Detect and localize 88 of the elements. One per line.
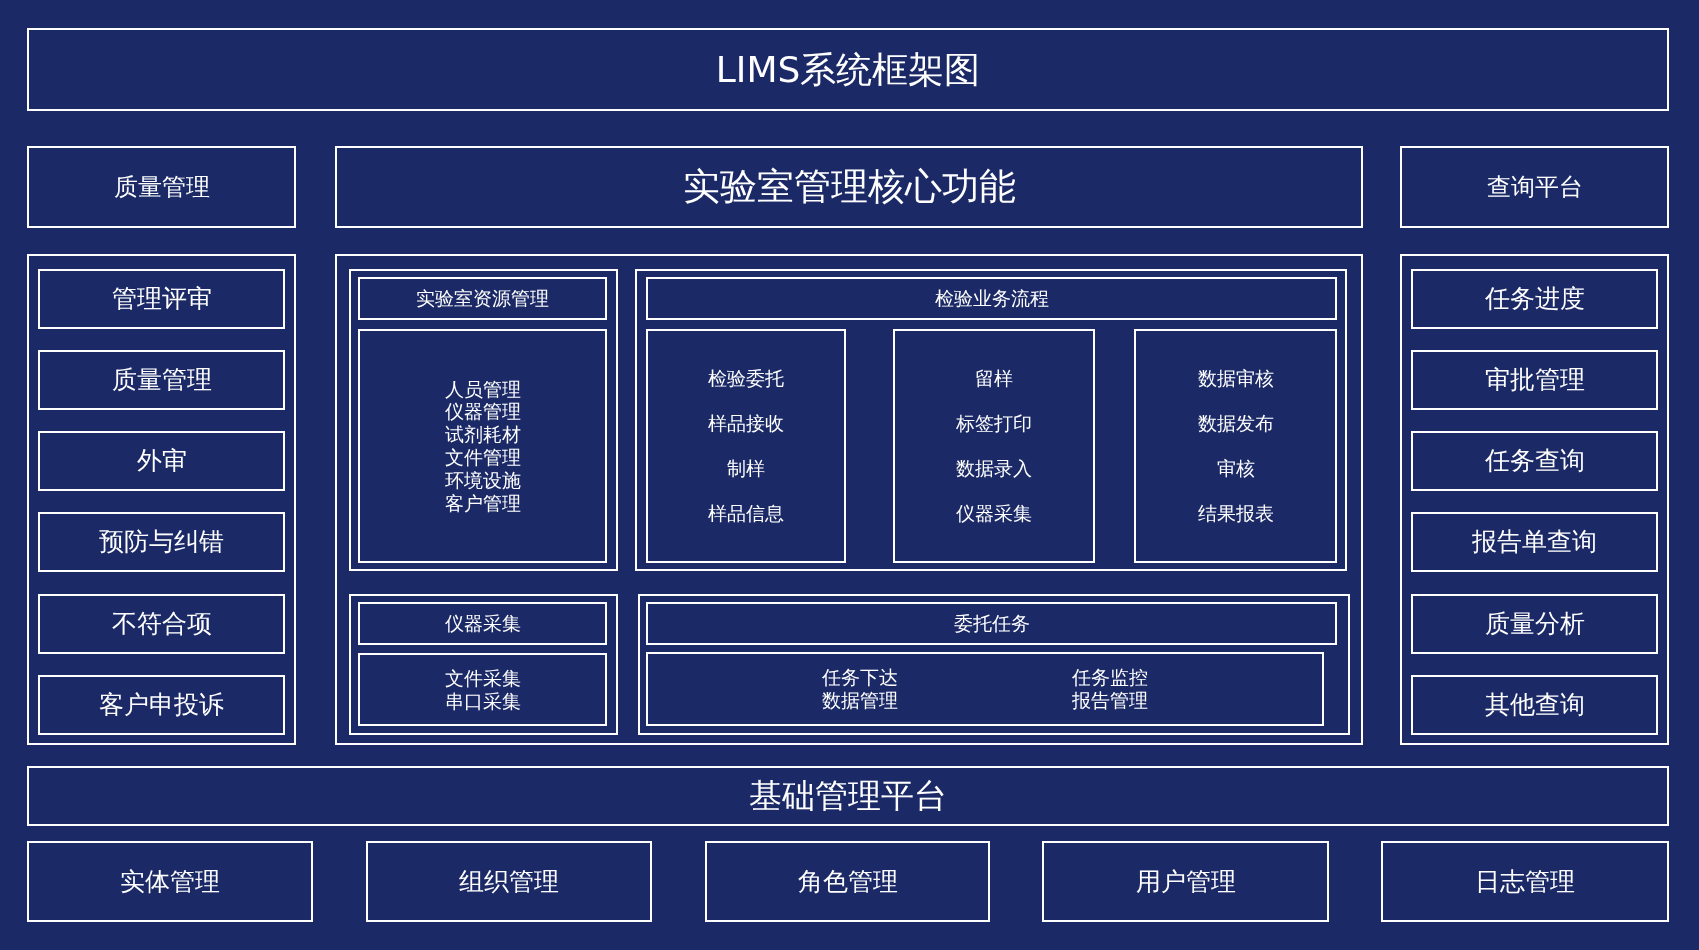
function-label: 任务查询: [1484, 446, 1585, 476]
function-label: 用户管理: [1135, 866, 1236, 897]
function-label: 报告单查询: [1472, 527, 1597, 557]
group-header-label: 检验业务流程: [934, 287, 1049, 310]
list-item: 审核: [1216, 457, 1255, 480]
list-item: 仪器管理: [444, 400, 521, 424]
function-label: 质量管理: [111, 365, 212, 395]
group-header-box: [358, 602, 607, 645]
list-item: 串口采集: [444, 689, 521, 713]
group-header-label: 实验室资源管理: [416, 287, 549, 310]
list-item: 数据管理: [822, 689, 898, 712]
list-item: 制样: [727, 457, 765, 480]
function-box: [38, 350, 285, 410]
list-item: 人员管理: [444, 377, 521, 401]
item-list-box: [646, 329, 846, 563]
function-box: [705, 841, 990, 922]
function-label: 角色管理: [797, 866, 898, 897]
list-item: 环境设施: [444, 468, 521, 492]
list-item: 留样: [975, 367, 1013, 391]
list-item: 任务监控: [1072, 666, 1148, 689]
group-header-box: [646, 602, 1337, 645]
item-list-box: [1134, 329, 1337, 563]
function-box: [366, 841, 652, 922]
function-box: [1411, 269, 1658, 329]
function-label: 客户申投诉: [99, 690, 224, 720]
platform-band: [27, 766, 1669, 826]
list-item: 数据发布: [1197, 412, 1274, 435]
function-box: [1381, 841, 1669, 922]
module-header-box: [27, 146, 296, 228]
function-box: [38, 675, 285, 735]
group-header-label: 仪器采集: [444, 612, 521, 635]
group-frame: [635, 269, 1347, 571]
function-label: 质量分析: [1484, 609, 1585, 639]
function-box: [1411, 675, 1658, 735]
panel-frame: [27, 254, 296, 745]
list-item: 检验委托: [708, 367, 784, 391]
function-label: 实体管理: [120, 866, 220, 897]
function-box: [38, 269, 285, 329]
function-box: [38, 594, 285, 654]
list-item: 任务下达: [822, 666, 898, 689]
item-list-box: [646, 652, 1324, 726]
group-header-label: 委托任务: [953, 612, 1030, 635]
list-item: 样品信息: [708, 501, 784, 525]
function-label: 任务进度: [1484, 284, 1585, 314]
list-item: 数据录入: [956, 457, 1032, 480]
list-item: 仪器采集: [956, 501, 1032, 525]
list-item: 标签打印: [956, 412, 1032, 435]
panel-frame: [335, 254, 1363, 745]
function-label: 外审: [136, 446, 187, 476]
panel-frame: [1400, 254, 1669, 745]
function-box: [1411, 431, 1658, 491]
list-item: 客户管理: [444, 491, 521, 515]
module-header-label: 实验室管理核心功能: [682, 164, 1016, 210]
module-header-label: 质量管理: [113, 172, 210, 202]
list-item: 报告管理: [1072, 689, 1148, 712]
list-item: 结果报表: [1197, 501, 1274, 525]
function-box: [1411, 594, 1658, 654]
function-label: 预防与纠错: [99, 527, 224, 557]
list-item: 样品接收: [708, 412, 784, 435]
list-item: 试剂耗材: [444, 423, 521, 446]
function-label: 日志管理: [1475, 866, 1575, 897]
function-label: 管理评审: [111, 284, 212, 314]
function-label: 组织管理: [459, 866, 559, 897]
function-box: [27, 841, 313, 922]
list-item: 数据审核: [1197, 367, 1274, 391]
function-box: [1411, 512, 1658, 572]
group-header-box: [646, 277, 1337, 320]
function-box: [38, 431, 285, 491]
module-header-box: [1400, 146, 1669, 228]
function-label: 审批管理: [1484, 365, 1585, 395]
diagram-title: LIMS系统框架图: [715, 47, 981, 92]
function-label: 不符合项: [111, 609, 212, 639]
item-list-box: [893, 329, 1095, 563]
group-frame: [349, 269, 618, 571]
function-box: [38, 512, 285, 572]
function-box: [1411, 350, 1658, 410]
function-label: 其他查询: [1484, 690, 1585, 720]
list-item: 文件管理: [444, 446, 521, 469]
group-header-box: [358, 277, 607, 320]
list-item: 文件采集: [444, 666, 521, 690]
module-header-box: [335, 146, 1363, 228]
group-frame: [638, 594, 1350, 735]
module-header-label: 查询平台: [1486, 172, 1583, 202]
function-box: [1042, 841, 1329, 922]
item-list-box: [358, 329, 607, 563]
platform-label: 基础管理平台: [749, 776, 947, 816]
group-frame: [349, 594, 618, 735]
item-list-box: [358, 653, 607, 726]
